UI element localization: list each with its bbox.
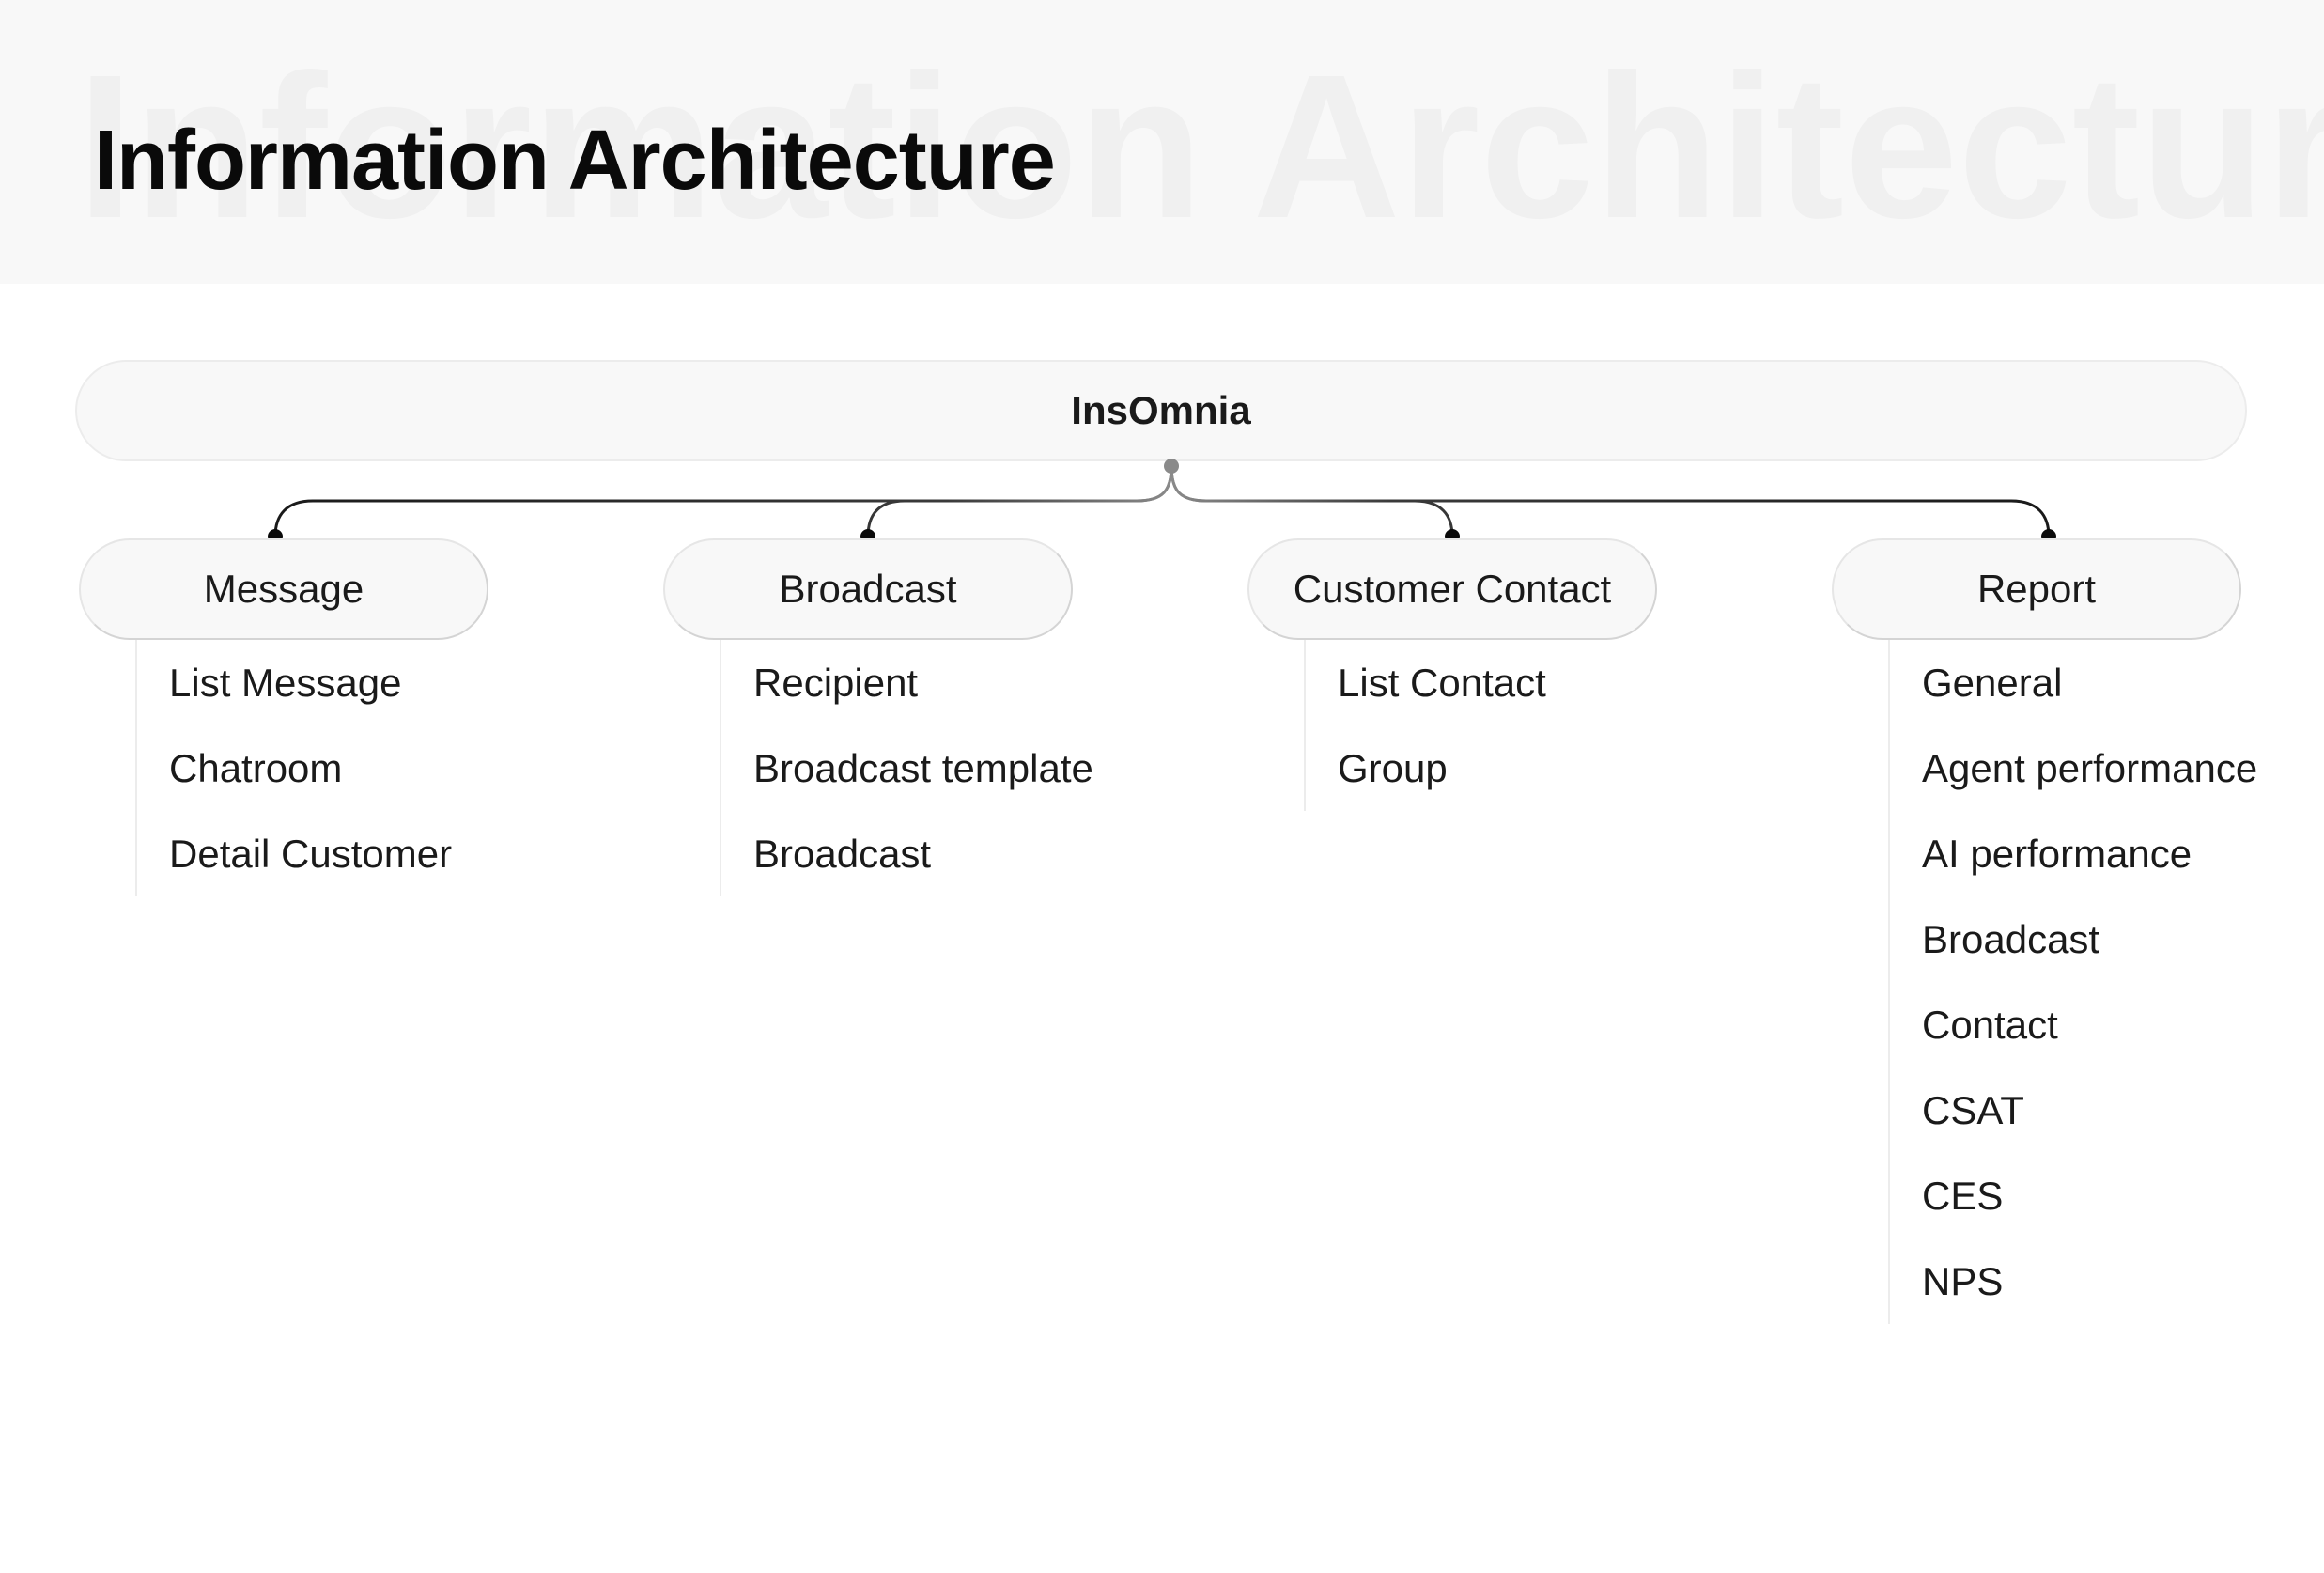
- list-item: Contact: [1922, 1003, 2058, 1047]
- branch-label: Customer Contact: [1293, 567, 1612, 611]
- connector-report: [1170, 465, 2051, 537]
- list-item: Broadcast template: [753, 746, 1093, 790]
- list-item: Agent performance: [1922, 746, 2258, 790]
- connector-broadcast: [866, 465, 1173, 537]
- header-band: Information Architecture Information Arc…: [0, 0, 2324, 284]
- root-node-label: InsOmnia: [1071, 388, 1251, 432]
- list-item: Group: [1338, 746, 1448, 790]
- branch-customer-contact: Customer Contact List Contact Group: [1247, 538, 1657, 811]
- child-list-broadcast: Recipient Broadcast template Broadcast: [720, 640, 1093, 896]
- list-item: CES: [1922, 1174, 2004, 1218]
- child-list-message: List Message Chatroom Detail Customer: [135, 640, 488, 896]
- root-node: InsOmnia: [75, 360, 2247, 461]
- branch-label: Broadcast: [779, 567, 957, 611]
- branch-node-customer-contact: Customer Contact: [1247, 538, 1657, 640]
- child-list-customer-contact: List Contact Group: [1304, 640, 1657, 811]
- branch-node-message: Message: [79, 538, 488, 640]
- list-item: General: [1922, 661, 2063, 705]
- branch-report: Report General Agent performance AI perf…: [1832, 538, 2257, 1324]
- list-item: Recipient: [753, 661, 919, 705]
- list-item: Chatroom: [169, 746, 343, 790]
- list-item: List Message: [169, 661, 402, 705]
- branch-label: Message: [203, 567, 364, 611]
- list-item: Broadcast: [1922, 917, 2100, 961]
- connector-message: [273, 465, 1173, 537]
- list-item: Detail Customer: [169, 832, 453, 876]
- child-list-report: General Agent performance AI performance…: [1888, 640, 2257, 1324]
- list-item: NPS: [1922, 1259, 2004, 1303]
- page-title: Information Architecture: [94, 114, 1056, 208]
- branch-node-broadcast: Broadcast: [663, 538, 1073, 640]
- list-item: Broadcast: [753, 832, 932, 876]
- list-item: CSAT: [1922, 1088, 2024, 1132]
- header-watermark: Information Architecture: [77, 33, 2324, 261]
- branch-message: Message List Message Chatroom Detail Cus…: [79, 538, 488, 896]
- connector-customer-contact: [1170, 465, 1454, 537]
- branch-label: Report: [1976, 567, 2097, 611]
- branch-broadcast: Broadcast Recipient Broadcast template B…: [663, 538, 1093, 896]
- branch-node-report: Report: [1832, 538, 2241, 640]
- list-item: AI performance: [1922, 832, 2192, 876]
- list-item: List Contact: [1338, 661, 1546, 705]
